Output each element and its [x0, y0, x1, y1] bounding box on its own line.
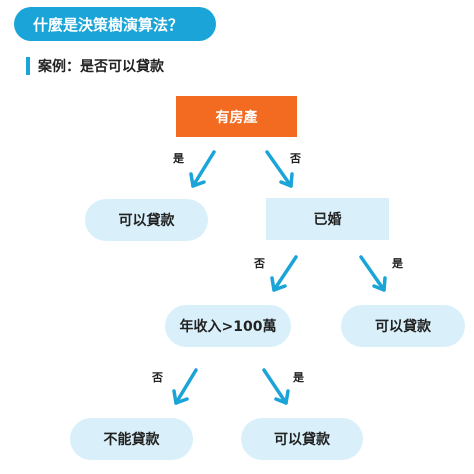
arrow-root-yes-head	[189, 172, 206, 188]
edge-label-root-no: 否	[290, 152, 301, 165]
edge-label-income-yes: 是	[293, 371, 304, 384]
arrow-root-no	[265, 150, 293, 188]
leaf-can-loan-married: 可以貸款	[341, 305, 465, 347]
page-title: 什麼是決策樹演算法？	[14, 7, 216, 41]
arrow-income-yes	[262, 368, 288, 405]
arrow-married-yes-head	[372, 276, 387, 292]
leaf-cannot-loan: 不能貸款	[70, 418, 193, 460]
edge-label-income-no: 否	[152, 371, 163, 384]
edge-label-married-yes: 是	[392, 257, 403, 270]
case-subtitle: 案例：是否可以貸款	[38, 59, 164, 75]
subtitle-accent-bar	[26, 57, 30, 75]
arrow-married-no	[272, 255, 298, 292]
node-has-property: 有房產	[176, 96, 297, 137]
leaf-can-loan-income: 可以貸款	[241, 418, 363, 460]
node-married: 已婚	[266, 198, 389, 240]
leaf-can-loan-property: 可以貸款	[85, 199, 208, 241]
subtitle-block: 案例：是否可以貸款	[26, 56, 164, 76]
arrow-married-yes	[359, 255, 386, 292]
arrow-root-no-head	[279, 172, 294, 188]
arrow-income-no	[174, 368, 198, 405]
arrow-married-no-head	[270, 276, 287, 292]
edge-label-married-no: 否	[254, 257, 265, 270]
node-income-over-1m: 年收入>100萬	[165, 305, 291, 347]
arrow-income-yes-head	[274, 389, 290, 405]
edge-label-root-yes: 是	[173, 152, 184, 165]
arrow-income-no-head	[172, 389, 189, 405]
arrow-root-yes	[191, 150, 216, 188]
